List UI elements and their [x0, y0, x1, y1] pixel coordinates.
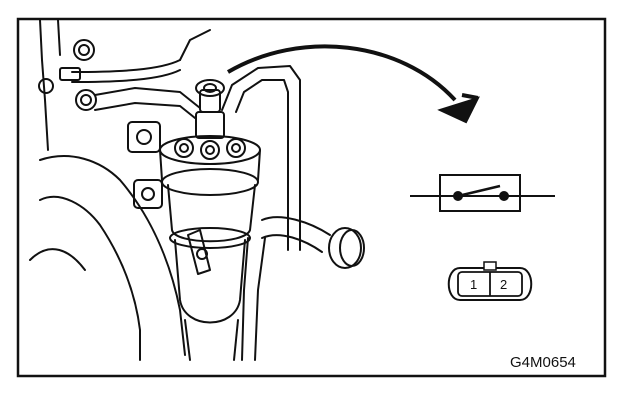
figure-frame [16, 17, 607, 378]
connector-diagram: 1 2 [447, 261, 533, 301]
curved-arrow [226, 44, 480, 124]
switch-symbol [410, 174, 555, 212]
receiver-drier-drawing [29, 19, 365, 361]
connector-pin-2: 2 [500, 277, 507, 292]
connector-pin-1: 1 [470, 277, 477, 292]
figure-code-label: G4M0654 [510, 354, 576, 371]
